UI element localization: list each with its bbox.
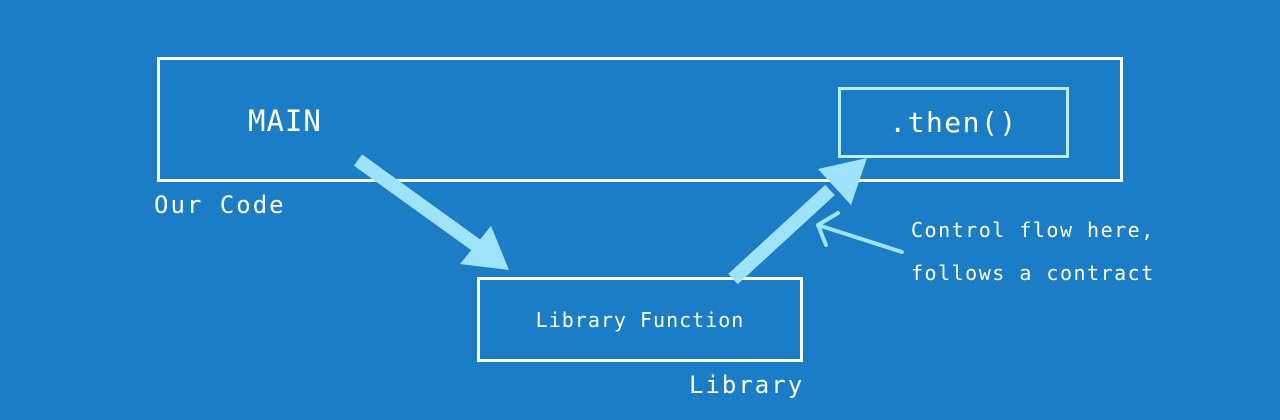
then-callback-label: .then() [889,106,1018,139]
annotation-text-line-2: follows a contract [911,261,1155,285]
then-callback-box: .then() [838,87,1069,158]
library-function-label: Library Function [535,307,745,332]
annotation-pointer-arrow [816,211,904,254]
call-arrow [353,154,509,270]
annotation-text-line-1: Control flow here, [911,218,1155,242]
our-code-box [157,57,1123,182]
main-label: MAIN [248,104,322,138]
library-function-box: Library Function [477,277,803,362]
library-caption: Library [689,371,805,399]
callback-arrow [728,158,867,285]
our-code-caption: Our Code [154,191,286,219]
